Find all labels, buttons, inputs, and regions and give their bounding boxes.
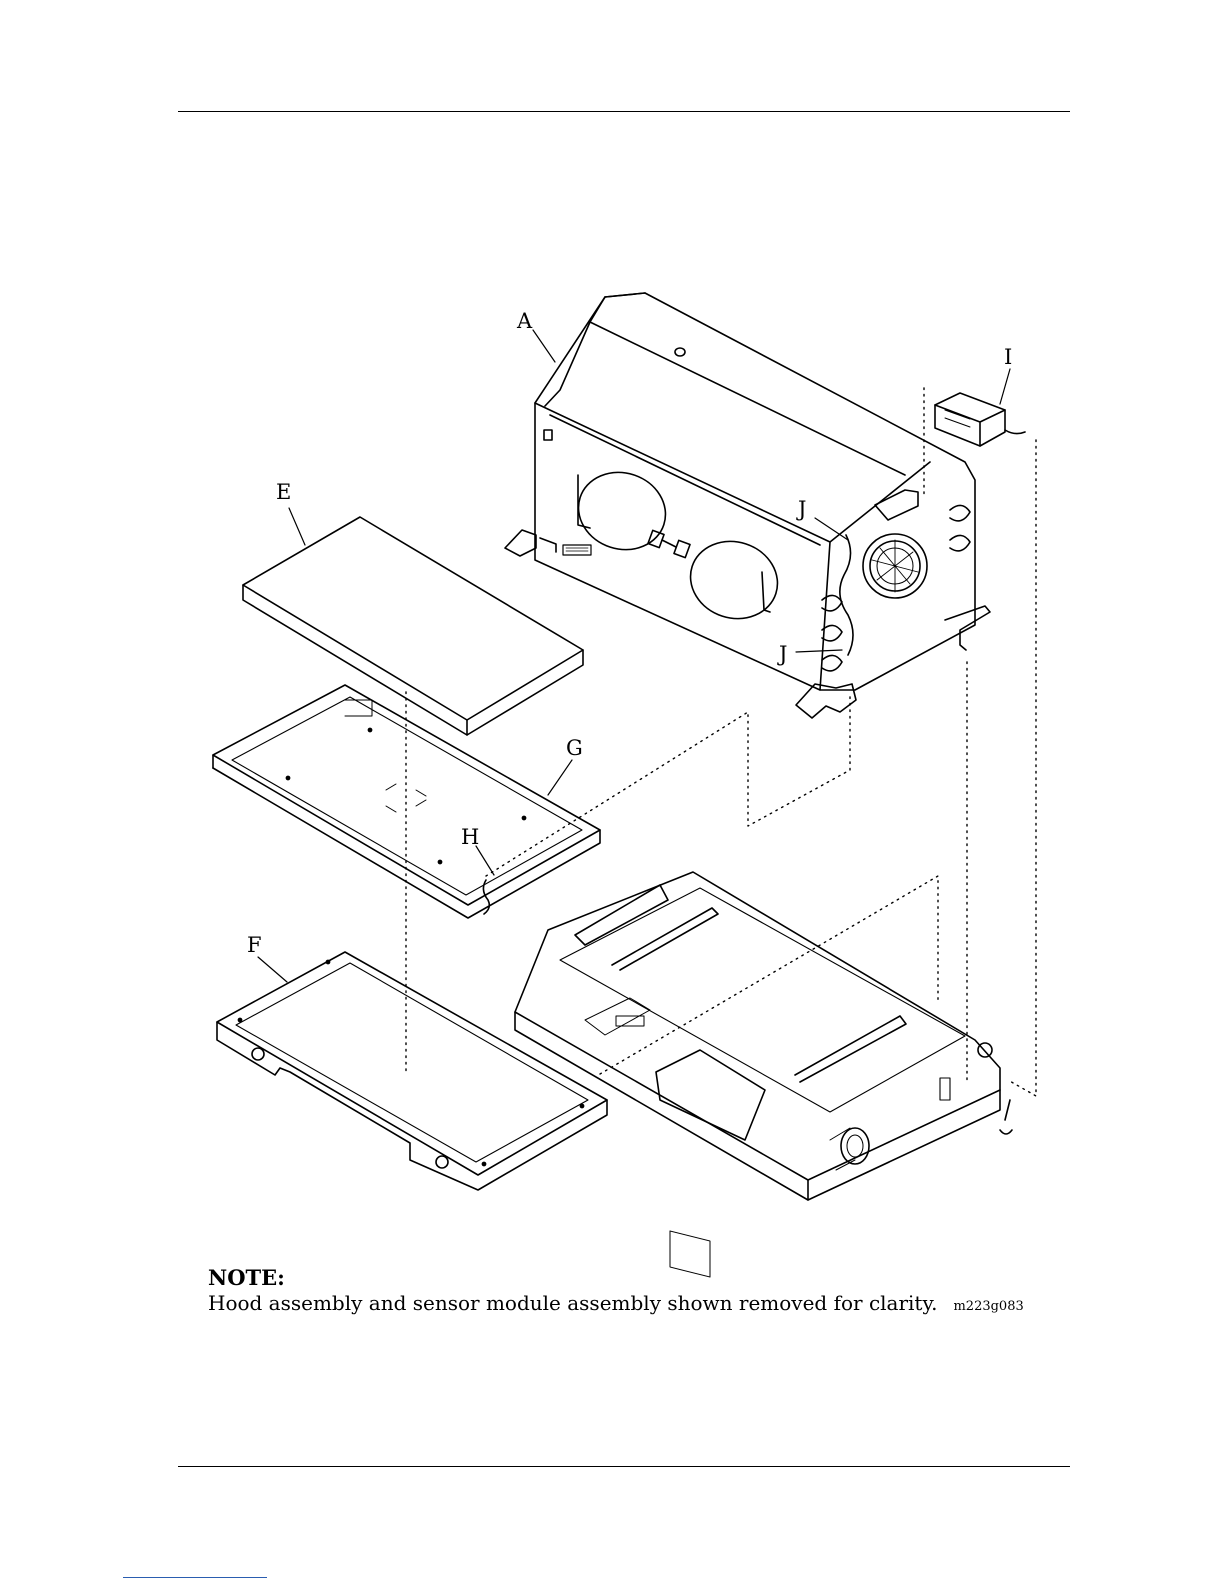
alignment-lines [406, 388, 1036, 1096]
callout-label-i: I [1004, 345, 1012, 369]
callout-label-g: G [566, 736, 583, 760]
note-text: Hood assembly and sensor module assembly… [208, 1291, 937, 1315]
figure-code: m223g083 [953, 1299, 1023, 1314]
callout-label-j-upper: J [796, 497, 806, 521]
sensor-module-i [935, 393, 1025, 446]
callout-label-a: A [516, 309, 533, 333]
footer-rule [178, 1466, 1070, 1467]
note-title: NOTE: [208, 1266, 1048, 1290]
callout-label-e: E [276, 480, 291, 504]
leader-lines [258, 330, 1010, 982]
note-block: NOTE: Hood assembly and sensor module as… [208, 1266, 1048, 1320]
callout-label-j-lower: J [777, 642, 787, 666]
heater-housing-a [505, 293, 990, 718]
tray-frame-f [217, 952, 607, 1190]
link-underline [123, 1577, 267, 1578]
callout-label-h: H [461, 825, 479, 849]
note-body-line: Hood assembly and sensor module assembly… [208, 1290, 1048, 1320]
callout-label-f: F [247, 933, 262, 957]
